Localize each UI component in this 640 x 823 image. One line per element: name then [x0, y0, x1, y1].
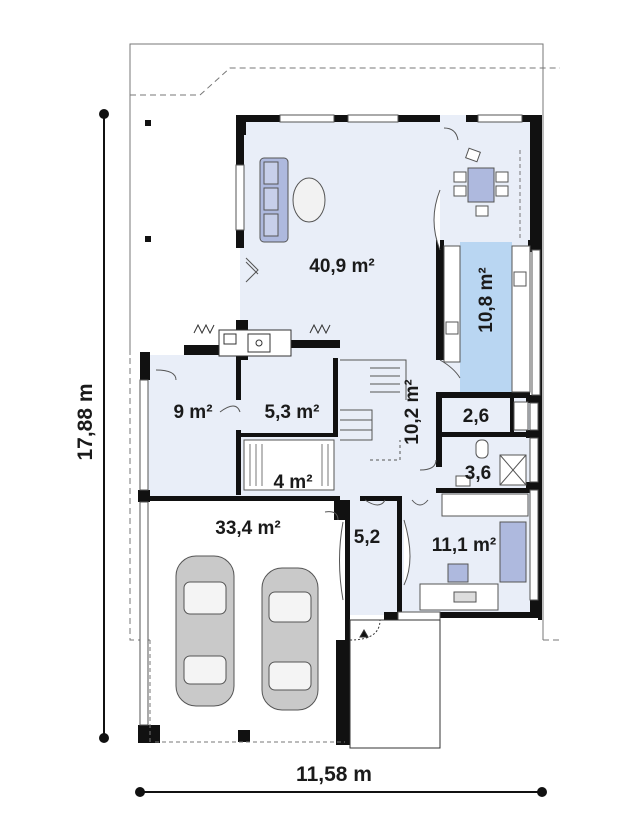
terrace-outline	[129, 43, 560, 641]
staircase	[340, 359, 407, 461]
curved-partition	[433, 189, 441, 251]
walls	[138, 115, 542, 745]
kitchen-floor	[460, 242, 512, 394]
room-5-3-area: 5,3 m²	[265, 402, 320, 423]
vestibule-area: 5,2	[354, 527, 380, 548]
sofa	[259, 157, 289, 243]
coffee-table	[292, 177, 326, 223]
hall-area: 10,2 m²	[402, 379, 423, 444]
garage-area: 33,4 m²	[215, 518, 280, 539]
kitchen-counter	[443, 245, 531, 393]
terrace-markers	[145, 120, 151, 242]
living-room-area: 40,9 m²	[309, 256, 374, 277]
dining-set	[453, 147, 509, 217]
width-dimension-label: 11,58 m	[296, 763, 372, 786]
bathroom-fixtures	[455, 401, 529, 487]
radiators	[193, 323, 331, 335]
entrance-walkway	[349, 619, 441, 749]
room-4-area: 4 m²	[273, 472, 312, 493]
dimension-vertical	[99, 109, 109, 743]
room-9-area: 9 m²	[173, 402, 212, 423]
height-dimension-label: 17,88 m	[74, 383, 97, 460]
office-furniture	[419, 521, 527, 611]
doors	[155, 127, 461, 601]
office-area: 11,1 m²	[432, 535, 496, 556]
car-left	[175, 555, 235, 707]
closet-hatch	[243, 439, 529, 517]
windows	[139, 114, 541, 726]
utility-counter	[218, 329, 292, 357]
dimension-horizontal	[135, 787, 547, 797]
dashed-guides	[149, 150, 521, 743]
car-right	[261, 567, 319, 711]
kitchen-area: 10,8 m²	[476, 267, 497, 332]
bathroom-area: 3,6	[465, 463, 491, 484]
wc-area: 2,6	[463, 406, 489, 427]
